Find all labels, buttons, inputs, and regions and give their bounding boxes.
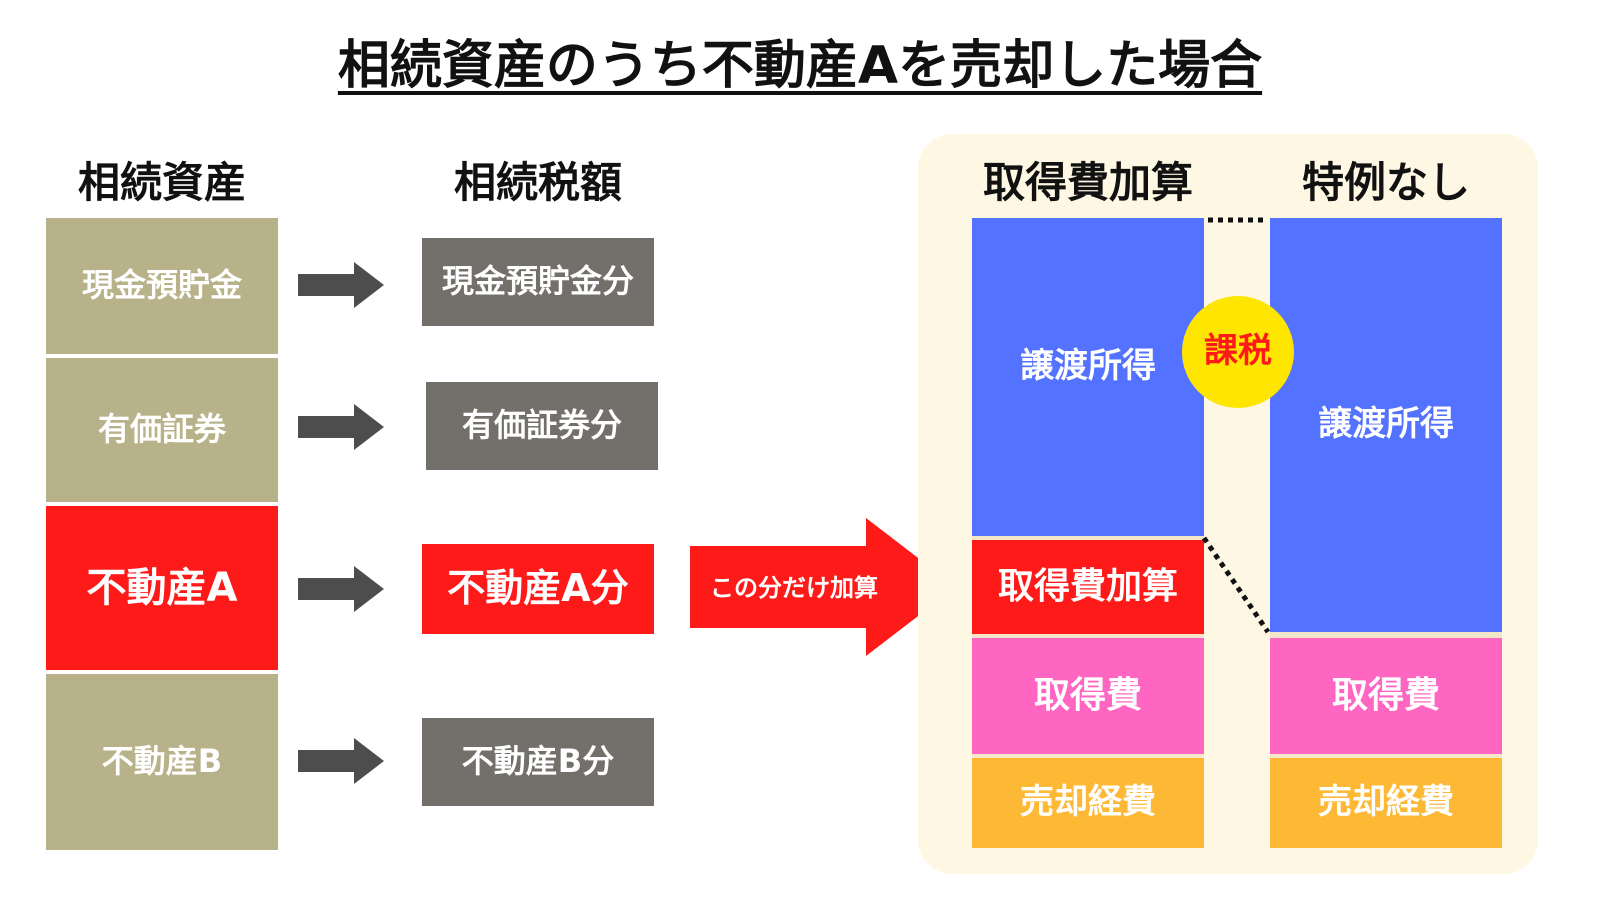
header-with-special: 取得費加算 [982,158,1193,207]
bar-with-transfer-income: 譲渡所得 [972,218,1204,536]
bar-with-acquisition-cost: 取得費 [972,638,1204,754]
asset-cash: 現金預貯金 [46,218,278,354]
asset-real-estate-b: 不動産B [46,674,278,850]
arrow-right-icon [298,262,384,308]
header-assets: 相続資産 [77,158,246,207]
tax-securities: 有価証券分 [426,382,658,470]
tax-real-estate-b: 不動産B分 [422,718,654,806]
divider [1270,754,1502,758]
divider [972,754,1204,758]
header-without-special: 特例なし [1301,158,1470,207]
taxation-badge: 課税 [1182,296,1294,408]
add-arrow-label: この分だけ加算 [710,574,878,602]
tax-real-estate-a: 不動産A分 [422,544,654,634]
divider [1270,632,1502,638]
header-tax: 相続税額 [453,158,622,207]
asset-real-estate-a: 不動産A [46,506,278,670]
arrow-right-icon [298,738,384,784]
dotted-connector-lines [1201,217,1271,634]
bar-without-sale-expense: 売却経費 [1270,758,1502,848]
bar-without-transfer-income: 譲渡所得 [1270,218,1502,632]
bar-without-acquisition-cost: 取得費 [1270,638,1502,754]
page-title: 相続資産のうち不動産Aを売却した場合 [337,36,1263,96]
tax-cash: 現金預貯金分 [422,238,654,326]
divider [972,634,1204,638]
arrow-right-icon [298,566,384,612]
divider [972,536,1204,540]
add-arrow-icon [690,518,956,656]
bar-with-sale-expense: 売却経費 [972,758,1204,848]
arrow-right-icon [298,404,384,450]
asset-securities: 有価証券 [46,358,278,502]
bar-with-acquisition-addition: 取得費加算 [972,540,1204,634]
